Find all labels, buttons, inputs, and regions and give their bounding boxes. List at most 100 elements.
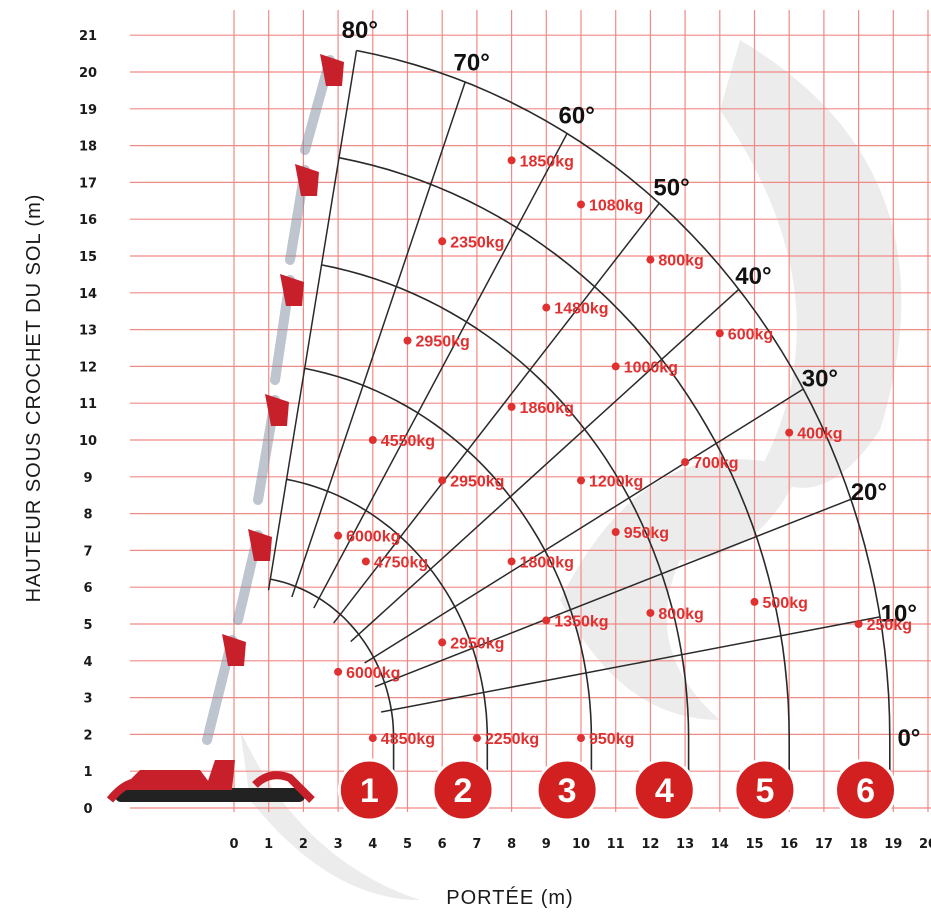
x-tick-label: 13 xyxy=(676,837,694,852)
y-tick-label: 6 xyxy=(83,581,92,596)
load-point xyxy=(334,531,343,540)
watermark-swoosh xyxy=(720,40,902,488)
load-point xyxy=(507,402,516,411)
crane-boom-head xyxy=(248,529,272,561)
load-point xyxy=(646,255,655,264)
x-tick-label: 7 xyxy=(472,837,481,852)
load-label: 1000kg xyxy=(624,359,678,376)
load-point xyxy=(785,428,794,437)
load-label: 400kg xyxy=(797,426,842,443)
x-tick-label: 17 xyxy=(815,837,833,852)
x-tick-label: 14 xyxy=(711,837,729,852)
load-point xyxy=(542,616,551,625)
load-point xyxy=(368,436,377,444)
y-tick-label: 16 xyxy=(79,213,97,228)
y-tick-label: 17 xyxy=(79,176,97,191)
x-tick-label: 16 xyxy=(780,837,798,852)
crane-boom-head xyxy=(320,54,344,86)
crane-boom-head xyxy=(280,274,304,306)
config-badge xyxy=(834,758,898,822)
y-tick-label: 10 xyxy=(79,434,97,449)
load-points: 4850kg6000kg6000kg4750kg4550kg2950kg2350… xyxy=(334,153,912,748)
y-tick-label: 2 xyxy=(83,728,92,743)
reach-arc xyxy=(338,156,790,797)
load-point xyxy=(472,734,481,743)
crane-base xyxy=(205,760,235,790)
angle-line xyxy=(374,498,852,688)
x-tick-label: 15 xyxy=(745,837,763,852)
watermark xyxy=(240,40,902,900)
load-point xyxy=(507,156,516,165)
x-tick-label: 9 xyxy=(542,837,551,852)
config-badge xyxy=(632,758,696,822)
load-label: 6000kg xyxy=(346,529,400,546)
config-badge xyxy=(535,758,599,822)
load-point xyxy=(611,528,620,536)
config-badge-number: 5 xyxy=(755,772,774,810)
load-label: 2950kg xyxy=(416,334,470,351)
x-tick-label: 2 xyxy=(299,837,308,852)
load-point xyxy=(438,476,447,485)
load-label: 700kg xyxy=(693,455,738,472)
x-tick-label: 5 xyxy=(403,837,412,852)
x-tick-label: 10 xyxy=(572,837,590,852)
load-label: 600kg xyxy=(728,326,773,343)
config-badge xyxy=(733,758,797,822)
angle-label: 10° xyxy=(881,600,917,627)
angle-label: 40° xyxy=(735,263,771,290)
x-tick-label: 12 xyxy=(641,837,659,852)
load-point xyxy=(438,237,447,246)
load-point xyxy=(646,608,655,617)
y-tick-label: 1 xyxy=(83,765,92,780)
load-point xyxy=(361,557,370,566)
load-point xyxy=(611,362,620,371)
crane-illustration xyxy=(106,54,344,803)
x-axis-title: PORTÉE (m) xyxy=(446,886,573,909)
load-label: 950kg xyxy=(589,731,634,748)
load-label: 6000kg xyxy=(346,665,400,682)
x-tick-label: 18 xyxy=(850,837,868,852)
config-badge-number: 2 xyxy=(454,772,473,810)
y-tick-label: 15 xyxy=(79,250,97,265)
load-point xyxy=(681,458,690,467)
load-label: 4550kg xyxy=(381,433,435,450)
config-badge-number: 6 xyxy=(856,772,875,810)
load-label: 1850kg xyxy=(520,153,574,170)
load-label: 2250kg xyxy=(485,731,539,748)
angle-label: 20° xyxy=(851,479,887,506)
y-tick-label: 9 xyxy=(83,471,92,486)
load-label: 2950kg xyxy=(450,473,504,490)
load-label: 1860kg xyxy=(520,400,574,417)
load-point xyxy=(507,557,516,566)
config-badge-number: 3 xyxy=(558,772,577,810)
x-tick-label: 20 xyxy=(919,837,931,852)
crane-outrigger xyxy=(252,771,315,803)
angle-line xyxy=(333,202,660,624)
reach-arc xyxy=(356,49,891,797)
load-label: 2350kg xyxy=(450,234,504,251)
y-tick-label: 0 xyxy=(83,802,92,817)
load-label: 500kg xyxy=(763,595,808,612)
angle-label: 80° xyxy=(342,17,378,44)
x-tick-label: 19 xyxy=(884,837,902,852)
angle-line xyxy=(291,81,466,598)
crane-boom-head xyxy=(265,394,289,426)
y-tick-label: 18 xyxy=(79,140,97,155)
angle-line xyxy=(364,388,804,664)
angle-label: 30° xyxy=(802,366,838,393)
config-badge-number: 1 xyxy=(360,772,379,810)
x-tick-label: 1 xyxy=(264,837,273,852)
load-label: 800kg xyxy=(658,253,703,270)
y-tick-label: 19 xyxy=(79,103,97,118)
angle-label: 70° xyxy=(454,50,490,77)
x-tick-label: 8 xyxy=(507,837,516,852)
watermark-e xyxy=(560,459,800,720)
x-tick-label: 6 xyxy=(438,837,447,852)
y-tick-label: 4 xyxy=(83,655,92,670)
x-tick-label: 3 xyxy=(334,837,343,852)
config-badge xyxy=(337,758,401,822)
load-point xyxy=(368,734,377,743)
